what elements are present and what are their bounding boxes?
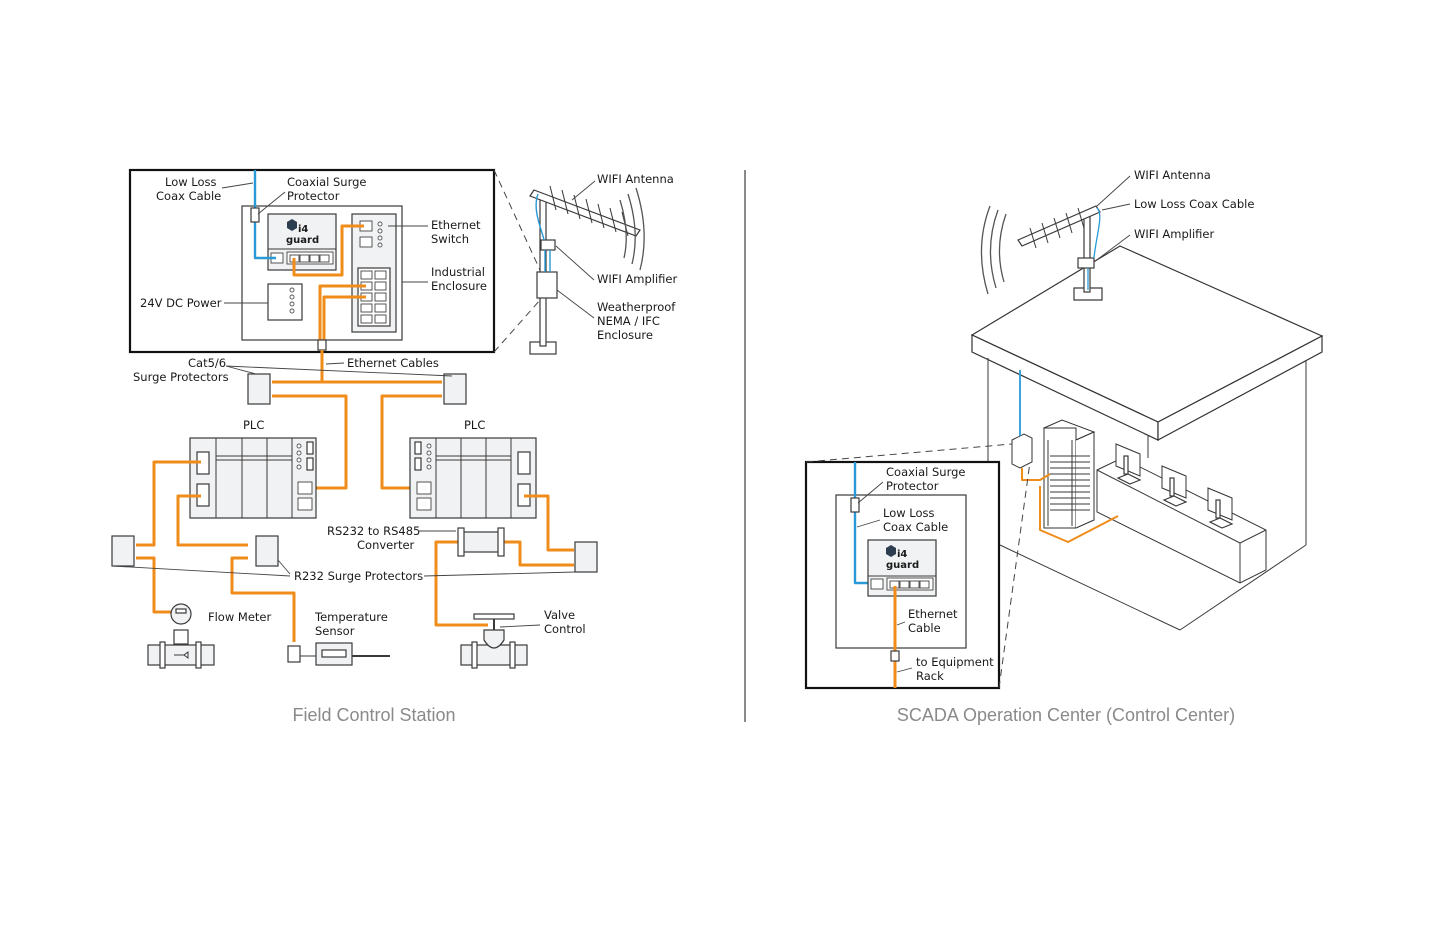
ethernet-to-plc-left xyxy=(272,394,348,490)
label-wifi-amplifier-roof: WIFI Amplifier xyxy=(1134,227,1215,241)
serial-to-right-surge xyxy=(524,494,574,552)
label-weatherproof: Weatherproof xyxy=(597,300,676,314)
label-wifi-antenna-roof: WIFI Antenna xyxy=(1134,168,1211,182)
label-coax-surge: Coaxial Surge xyxy=(287,175,367,189)
label-plc-right: PLC xyxy=(464,418,485,432)
plc-right xyxy=(409,437,537,519)
ethernet-to-surge xyxy=(272,350,442,384)
logo-i4: i4 xyxy=(298,224,308,235)
label-cat56: Cat5/6 xyxy=(188,356,226,370)
ethernet-to-plc-right xyxy=(380,394,442,490)
label-equipment-rack: to Equipment xyxy=(916,655,994,669)
ethernet-router-to-switch xyxy=(292,224,364,277)
label-wifi-amplifier: WIFI Amplifier xyxy=(597,272,678,286)
label-valve-2: Control xyxy=(544,622,586,636)
valve-control xyxy=(460,613,528,669)
ethernet-uplink-1 xyxy=(318,284,366,350)
label-low-loss-detail-2: Coax Cable xyxy=(883,520,948,534)
label-coax-surge-detail: Coaxial Surge xyxy=(886,465,966,479)
ethernet-to-rack xyxy=(1021,468,1119,543)
label-low-loss-coax-roof: Low Loss Coax Cable xyxy=(1134,197,1254,211)
label-r232-surge: R232 Surge Protectors xyxy=(294,569,423,583)
enclosure-detail-frame xyxy=(128,168,496,354)
i4guard-logo-icon xyxy=(287,219,297,231)
label-coax-surge-detail-2: Protector xyxy=(886,479,939,493)
label-ethernet-switch-2: Switch xyxy=(431,232,469,246)
i4guard-logo-icon xyxy=(886,545,896,557)
yagi-antenna-roof xyxy=(1017,205,1101,247)
antenna-pole xyxy=(529,185,645,355)
label-low-loss-coax-2: Coax Cable xyxy=(156,189,221,203)
caption-field-control-station: Field Control Station xyxy=(292,705,455,725)
coax-surge-protector-detail xyxy=(850,497,860,513)
label-low-loss-detail: Low Loss xyxy=(883,506,935,520)
monitor-2 xyxy=(1161,465,1188,507)
equipment-rack xyxy=(1042,419,1096,529)
i4guard-router-detail: i4 guard xyxy=(867,539,937,597)
label-industrial-enclosure: Industrial xyxy=(431,265,485,279)
logo-i4-detail: i4 xyxy=(897,549,907,560)
label-dc-power: 24V DC Power xyxy=(140,296,222,310)
field-control-station: i4 guard xyxy=(111,168,678,725)
serial-to-temp-sensor xyxy=(230,556,296,642)
label-industrial-enclosure-2: Enclosure xyxy=(431,279,487,293)
label-cat56-2: Surge Protectors xyxy=(133,370,229,384)
wifi-amplifier-roof xyxy=(1077,257,1095,269)
label-coax-surge-2: Protector xyxy=(287,189,340,203)
serial-to-valve xyxy=(434,540,488,627)
r232-surge-protector-2 xyxy=(255,535,279,567)
monitor-3 xyxy=(1207,487,1234,529)
logo-guard-detail: guard xyxy=(886,560,919,571)
serial-to-flow-meter xyxy=(136,556,172,614)
weatherproof-enclosure xyxy=(536,271,558,299)
r232-surge-protector-3 xyxy=(574,541,598,573)
control-center-building xyxy=(970,245,1324,631)
wall-enclosure xyxy=(1011,433,1033,469)
label-ethernet-cable-detail-2: Cable xyxy=(908,621,941,635)
label-temp-sensor: Temperature xyxy=(314,610,388,624)
callout-line-top xyxy=(493,169,541,271)
ethernet-uplink-2 xyxy=(322,295,366,350)
signal-wave-icon xyxy=(619,199,627,259)
label-wifi-antenna: WIFI Antenna xyxy=(597,172,674,186)
label-equipment-rack-2: Rack xyxy=(916,669,944,683)
coax-surge-protector xyxy=(250,207,260,223)
label-ethernet-cable-detail: Ethernet xyxy=(908,607,958,621)
caption-scada-center: SCADA Operation Center (Control Center) xyxy=(897,705,1235,725)
label-converter: RS232 to RS485 xyxy=(327,524,420,538)
scada-operation-center: WIFI Antenna Low Loss Coax Cable WIFI Am… xyxy=(804,168,1324,725)
label-weatherproof-3: Enclosure xyxy=(597,328,653,342)
label-valve: Valve xyxy=(544,608,575,622)
label-ethernet-switch: Ethernet xyxy=(431,218,481,232)
label-ethernet-cables: Ethernet Cables xyxy=(347,356,439,370)
serial-to-flow-surge xyxy=(136,460,201,547)
label-flow-meter: Flow Meter xyxy=(208,610,271,624)
label-plc-left: PLC xyxy=(243,418,264,432)
wifi-amplifier xyxy=(540,239,556,251)
label-weatherproof-2: NEMA / IFC xyxy=(597,314,660,328)
dc-power-supply xyxy=(267,283,303,321)
cat56-surge-protector-right xyxy=(443,373,467,405)
i4guard-router: i4 guard xyxy=(267,213,337,271)
coax-cable xyxy=(253,170,276,260)
label-converter-2: Converter xyxy=(357,538,415,552)
label-low-loss-coax: Low Loss xyxy=(165,175,217,189)
serial-to-converter xyxy=(502,540,574,567)
logo-guard: guard xyxy=(286,235,319,246)
yagi-antenna xyxy=(529,189,641,237)
temperature-sensor xyxy=(287,642,390,666)
r232-surge-protector-1 xyxy=(111,535,135,567)
serial-to-temp-surge xyxy=(176,494,248,547)
plc-left xyxy=(189,437,317,519)
ethernet-switch xyxy=(351,213,397,333)
rs232-rs485-converter xyxy=(457,527,505,557)
monitor-1 xyxy=(1115,443,1142,485)
roof-antenna xyxy=(980,205,1103,301)
label-temp-sensor-2: Sensor xyxy=(315,624,355,638)
flow-meter xyxy=(147,603,215,669)
enclosure-gland xyxy=(317,339,327,351)
cat56-surge-protector-left xyxy=(247,373,271,405)
